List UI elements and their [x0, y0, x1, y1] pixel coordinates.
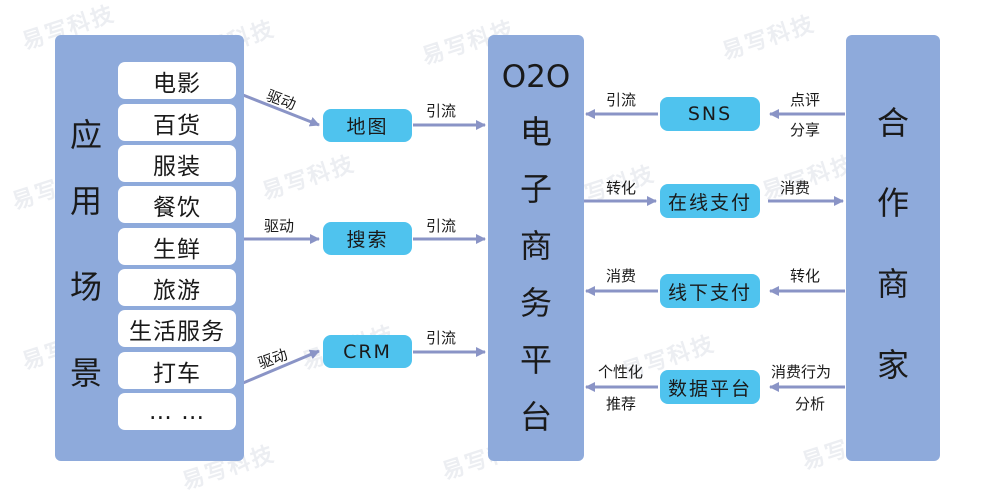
label-consume-offline: 消费: [606, 267, 637, 285]
merchants-title-char: 家: [876, 346, 909, 384]
sns-node: SNS: [660, 97, 760, 131]
scene-travel: 旅游: [118, 269, 236, 306]
platform-title-char: 子: [519, 170, 552, 208]
label-recommend: 推荐: [606, 395, 637, 413]
platform-title-char: 台: [519, 398, 552, 436]
label-behavior: 消费行为: [771, 363, 832, 381]
platform-title-char: 电: [519, 113, 552, 151]
label-consume-online: 消费: [780, 179, 811, 197]
search-node: 搜索: [323, 222, 412, 255]
label-personalized: 个性化: [598, 363, 644, 381]
scenarios-title-char: 应: [69, 116, 102, 154]
scene-life-services: 生活服务: [118, 310, 236, 347]
data-platform-node: 数据平台: [660, 370, 760, 404]
platform-title-char: 务: [519, 284, 552, 322]
label-traffic-crm: 引流: [426, 329, 457, 347]
scenarios-title-char: 用: [69, 182, 102, 220]
platform-title-top: O2O: [501, 59, 571, 95]
scenarios-title-char: 场: [69, 268, 102, 306]
label-transform-offline: 转化: [790, 267, 821, 285]
scene-more: … …: [118, 393, 236, 430]
crm-node: CRM: [323, 335, 412, 368]
label-traffic-map: 引流: [426, 102, 457, 120]
scene-fresh-food: 生鲜: [118, 228, 236, 265]
scene-taxi: 打车: [118, 352, 236, 389]
scene-movie: 电影: [118, 62, 236, 99]
map-node: 地图: [323, 109, 412, 142]
scene-department-store: 百货: [118, 104, 236, 141]
label-comment: 点评: [790, 91, 821, 109]
scene-dining: 餐饮: [118, 186, 236, 223]
label-drive-search: 驱动: [264, 217, 295, 235]
label-share: 分享: [790, 121, 821, 139]
label-analysis: 分析: [795, 395, 826, 413]
label-traffic-sns: 引流: [606, 91, 637, 109]
merchants-title-char: 合: [876, 104, 909, 142]
merchants-title-char: 作: [876, 184, 909, 222]
label-transform-online: 转化: [606, 179, 637, 197]
online-payment-node: 在线支付: [660, 184, 760, 218]
platform-title-char: 平: [519, 341, 552, 379]
scenarios-title-char: 景: [69, 354, 102, 392]
scene-clothing: 服装: [118, 145, 236, 182]
arrow-scenes-to-map: [242, 93, 320, 127]
merchants-panel: [846, 35, 940, 461]
offline-payment-node: 线下支付: [660, 274, 760, 308]
o2o-platform-panel: [488, 35, 584, 461]
merchants-title-char: 商: [876, 265, 909, 303]
arrow-scenes-to-crm: [242, 349, 320, 385]
label-traffic-search: 引流: [426, 217, 457, 235]
platform-title-char: 商: [519, 227, 552, 265]
